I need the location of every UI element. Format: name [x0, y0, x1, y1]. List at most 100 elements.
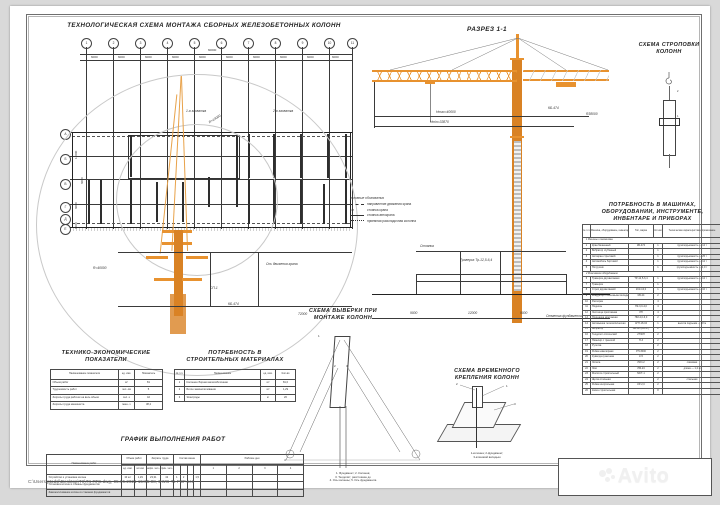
legend-item-label: стоянка автокрана — [367, 213, 395, 218]
sub-unit: ед. изм. — [121, 464, 135, 475]
cell-note — [662, 281, 720, 289]
table-header-row: Наименование работ Объем работ Затраты т… — [46, 454, 304, 475]
cell-note: длина — 1,2 м — [662, 365, 720, 373]
bay-dim: 6000 — [280, 55, 287, 59]
cell-index: 2 — [174, 386, 185, 395]
verify-label-3: 3 — [346, 364, 348, 368]
materials-title: ПОТРЕБНОСТЬ В СТРОИТЕЛЬНЫХ МАТЕРИАЛАХ — [186, 350, 284, 363]
cell-note — [662, 326, 720, 334]
cell-qty — [133, 488, 147, 498]
cell-unit: м³ — [118, 378, 135, 388]
cell-qty: 8 — [653, 388, 663, 395]
plan-note-stand-mark: СП-1 — [210, 286, 218, 290]
cell-count — [186, 488, 195, 498]
table-subheader-row: ед. изм. кол-во норм. чел.-ч прин. чел.-… — [47, 464, 304, 475]
legend-symbol-solid — [350, 213, 364, 217]
schedule-title: ГРАФИК ВЫПОЛНЕНИЯ РАБОТ — [120, 436, 226, 443]
section-crane-model: КБ-474 — [548, 106, 559, 110]
tempfix-caption: 1-колонна; 2-фундамент; 3-клиновой вклад… — [470, 451, 504, 459]
cell-note — [662, 332, 720, 339]
plan-title: ТЕХНОЛОГИЧЕСКАЯ СХЕМА МОНТАЖА СБОРНЫХ ЖЕ… — [67, 22, 341, 29]
col-note: Техническая характеристика, примечание — [662, 224, 720, 238]
sub-prof — [173, 464, 181, 475]
day-2: 2 — [225, 464, 253, 475]
tempfix-leader-lines — [459, 384, 515, 411]
file-path-footer: C:\Users\ptodsl\Desktop\ТК\ТК ПГС.dwg, 0… — [28, 479, 195, 484]
section-hook-max: Hmax=40000 — [436, 110, 456, 114]
equipment-table-wrap: № п.п. Машина, оборудование, инвентарь и… — [582, 224, 720, 395]
cell-indicator: Затраты труда рабочих на весь объем — [50, 393, 119, 403]
col-mark: Тип, марка — [628, 224, 654, 238]
equipment-table: № п.п. Машина, оборудование, инвентарь и… — [582, 224, 720, 395]
sling-grip — [659, 118, 680, 126]
cell-mark — [628, 388, 654, 395]
legend-symbol-dots — [350, 219, 364, 223]
cell-rank — [179, 488, 188, 498]
legend-symbol-sp: СП — [350, 207, 355, 212]
cell-note — [662, 382, 720, 389]
col-labor: Затраты труда — [146, 454, 174, 465]
plan-note-base-dim: 72000 — [298, 312, 308, 316]
cell-unit: чел.-см — [118, 386, 135, 395]
table-header-row: Наименование показателя ед. изм. Показат… — [50, 369, 163, 380]
grid-mark: 8 — [270, 38, 281, 49]
verify-scheme: 1 2 3 4 1. Фундамент; 2. Колонна; 3. Тео… — [278, 306, 428, 486]
sling-label-1: 1 — [677, 115, 679, 118]
sling-title: СХЕМА СТРОПОВКИ КОЛОНН — [638, 42, 700, 55]
cell-day — [251, 488, 279, 498]
jib-pendant-cables — [389, 37, 519, 71]
cell-unit: кг — [260, 393, 276, 403]
sub-count — [186, 464, 195, 475]
cell-indicator: Трудоемкость работ — [50, 386, 119, 395]
cell-note — [662, 371, 720, 378]
section-traverse-label: Траверса Тр-12,5-6,4 — [460, 258, 493, 262]
cell-indicator: Затраты труда машиниста — [50, 401, 119, 410]
col-value: Показатель — [134, 369, 163, 380]
cell-unit: маш.-ч — [118, 401, 135, 410]
col-unit: ед. изм. — [118, 369, 135, 380]
cell-prof — [173, 488, 181, 498]
equipment-title: ПОТРЕБНОСТЬ В МАШИНАХ, ОБОРУДОВАНИИ, ИНС… — [601, 202, 704, 222]
cell-day — [200, 473, 227, 483]
verify-lines — [285, 339, 421, 468]
section-span-3: 9000 — [520, 311, 528, 315]
hook-icon — [665, 72, 672, 85]
section-foundation-label: Отметка фундамента — [546, 314, 583, 318]
grid-mark: 7 — [243, 38, 254, 49]
legend-item-label: направление движения крана — [367, 202, 412, 206]
column-element — [663, 100, 676, 156]
cell-index: 3 — [174, 393, 185, 403]
table-header-row: № п.п. Машина, оборудование, инвентарь и… — [582, 224, 720, 238]
cell-value: 42 — [134, 393, 163, 403]
cell-day — [277, 488, 304, 498]
section-title: РАЗРЕЗ 1-1 — [467, 26, 507, 33]
tempfix-title: СХЕМА ВРЕМЕННОГО КРЕПЛЕНИЯ КОЛОНН — [454, 368, 520, 381]
col-name: Наименование — [184, 369, 261, 380]
cell-note: совковая — [662, 360, 720, 367]
sub-acc: прин. чел.-ч — [159, 464, 174, 475]
col-index: № п.п. — [174, 369, 185, 380]
bay-dim: 6000 — [199, 55, 206, 59]
grid-mark: 3 — [135, 38, 146, 49]
cell-note — [662, 292, 720, 300]
day-3: 3 — [251, 464, 279, 475]
